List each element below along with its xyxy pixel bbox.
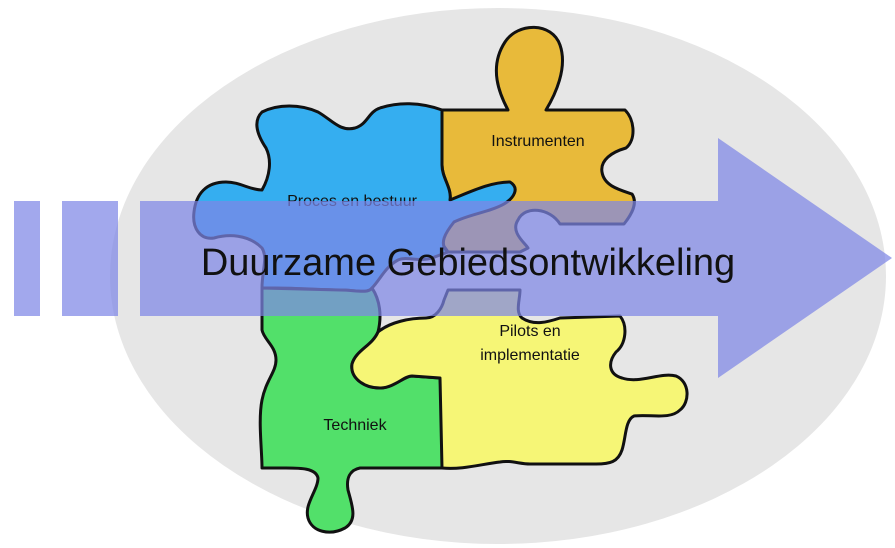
diagram-title: Duurzame Gebiedsontwikkeling (201, 242, 735, 284)
arrow-body (140, 138, 892, 378)
arrow-stripe-1 (14, 201, 40, 316)
process-arrow (14, 138, 892, 378)
label-pilots-line2: implementatie (480, 347, 580, 364)
label-pilots-line1: Pilots en (499, 323, 560, 340)
puzzle-piece-pilots (350, 288, 689, 470)
label-techniek: Techniek (323, 417, 387, 434)
label-instrumenten: Instrumenten (491, 133, 584, 150)
arrow-stripe-2 (62, 201, 118, 316)
